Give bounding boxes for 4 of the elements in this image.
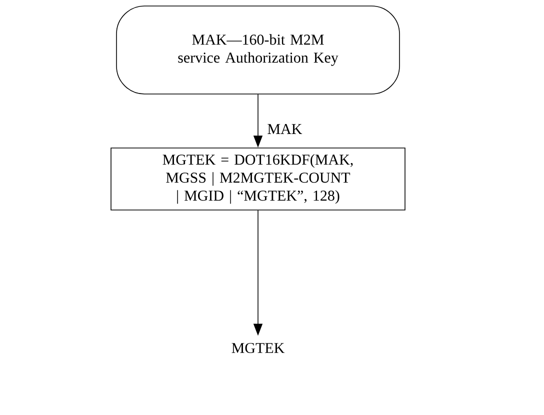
edge-label: MAK <box>266 123 304 135</box>
terminal-box: MAK—160-bit M2M service Authorization Key <box>116 6 400 94</box>
process-box: MGTEK = DOT16KDF(MAK, MGSS | M2MGTEK-COUNT | MGID | “MGTEK”, 128) <box>110 148 406 210</box>
output-text: MGTEK <box>232 342 285 354</box>
